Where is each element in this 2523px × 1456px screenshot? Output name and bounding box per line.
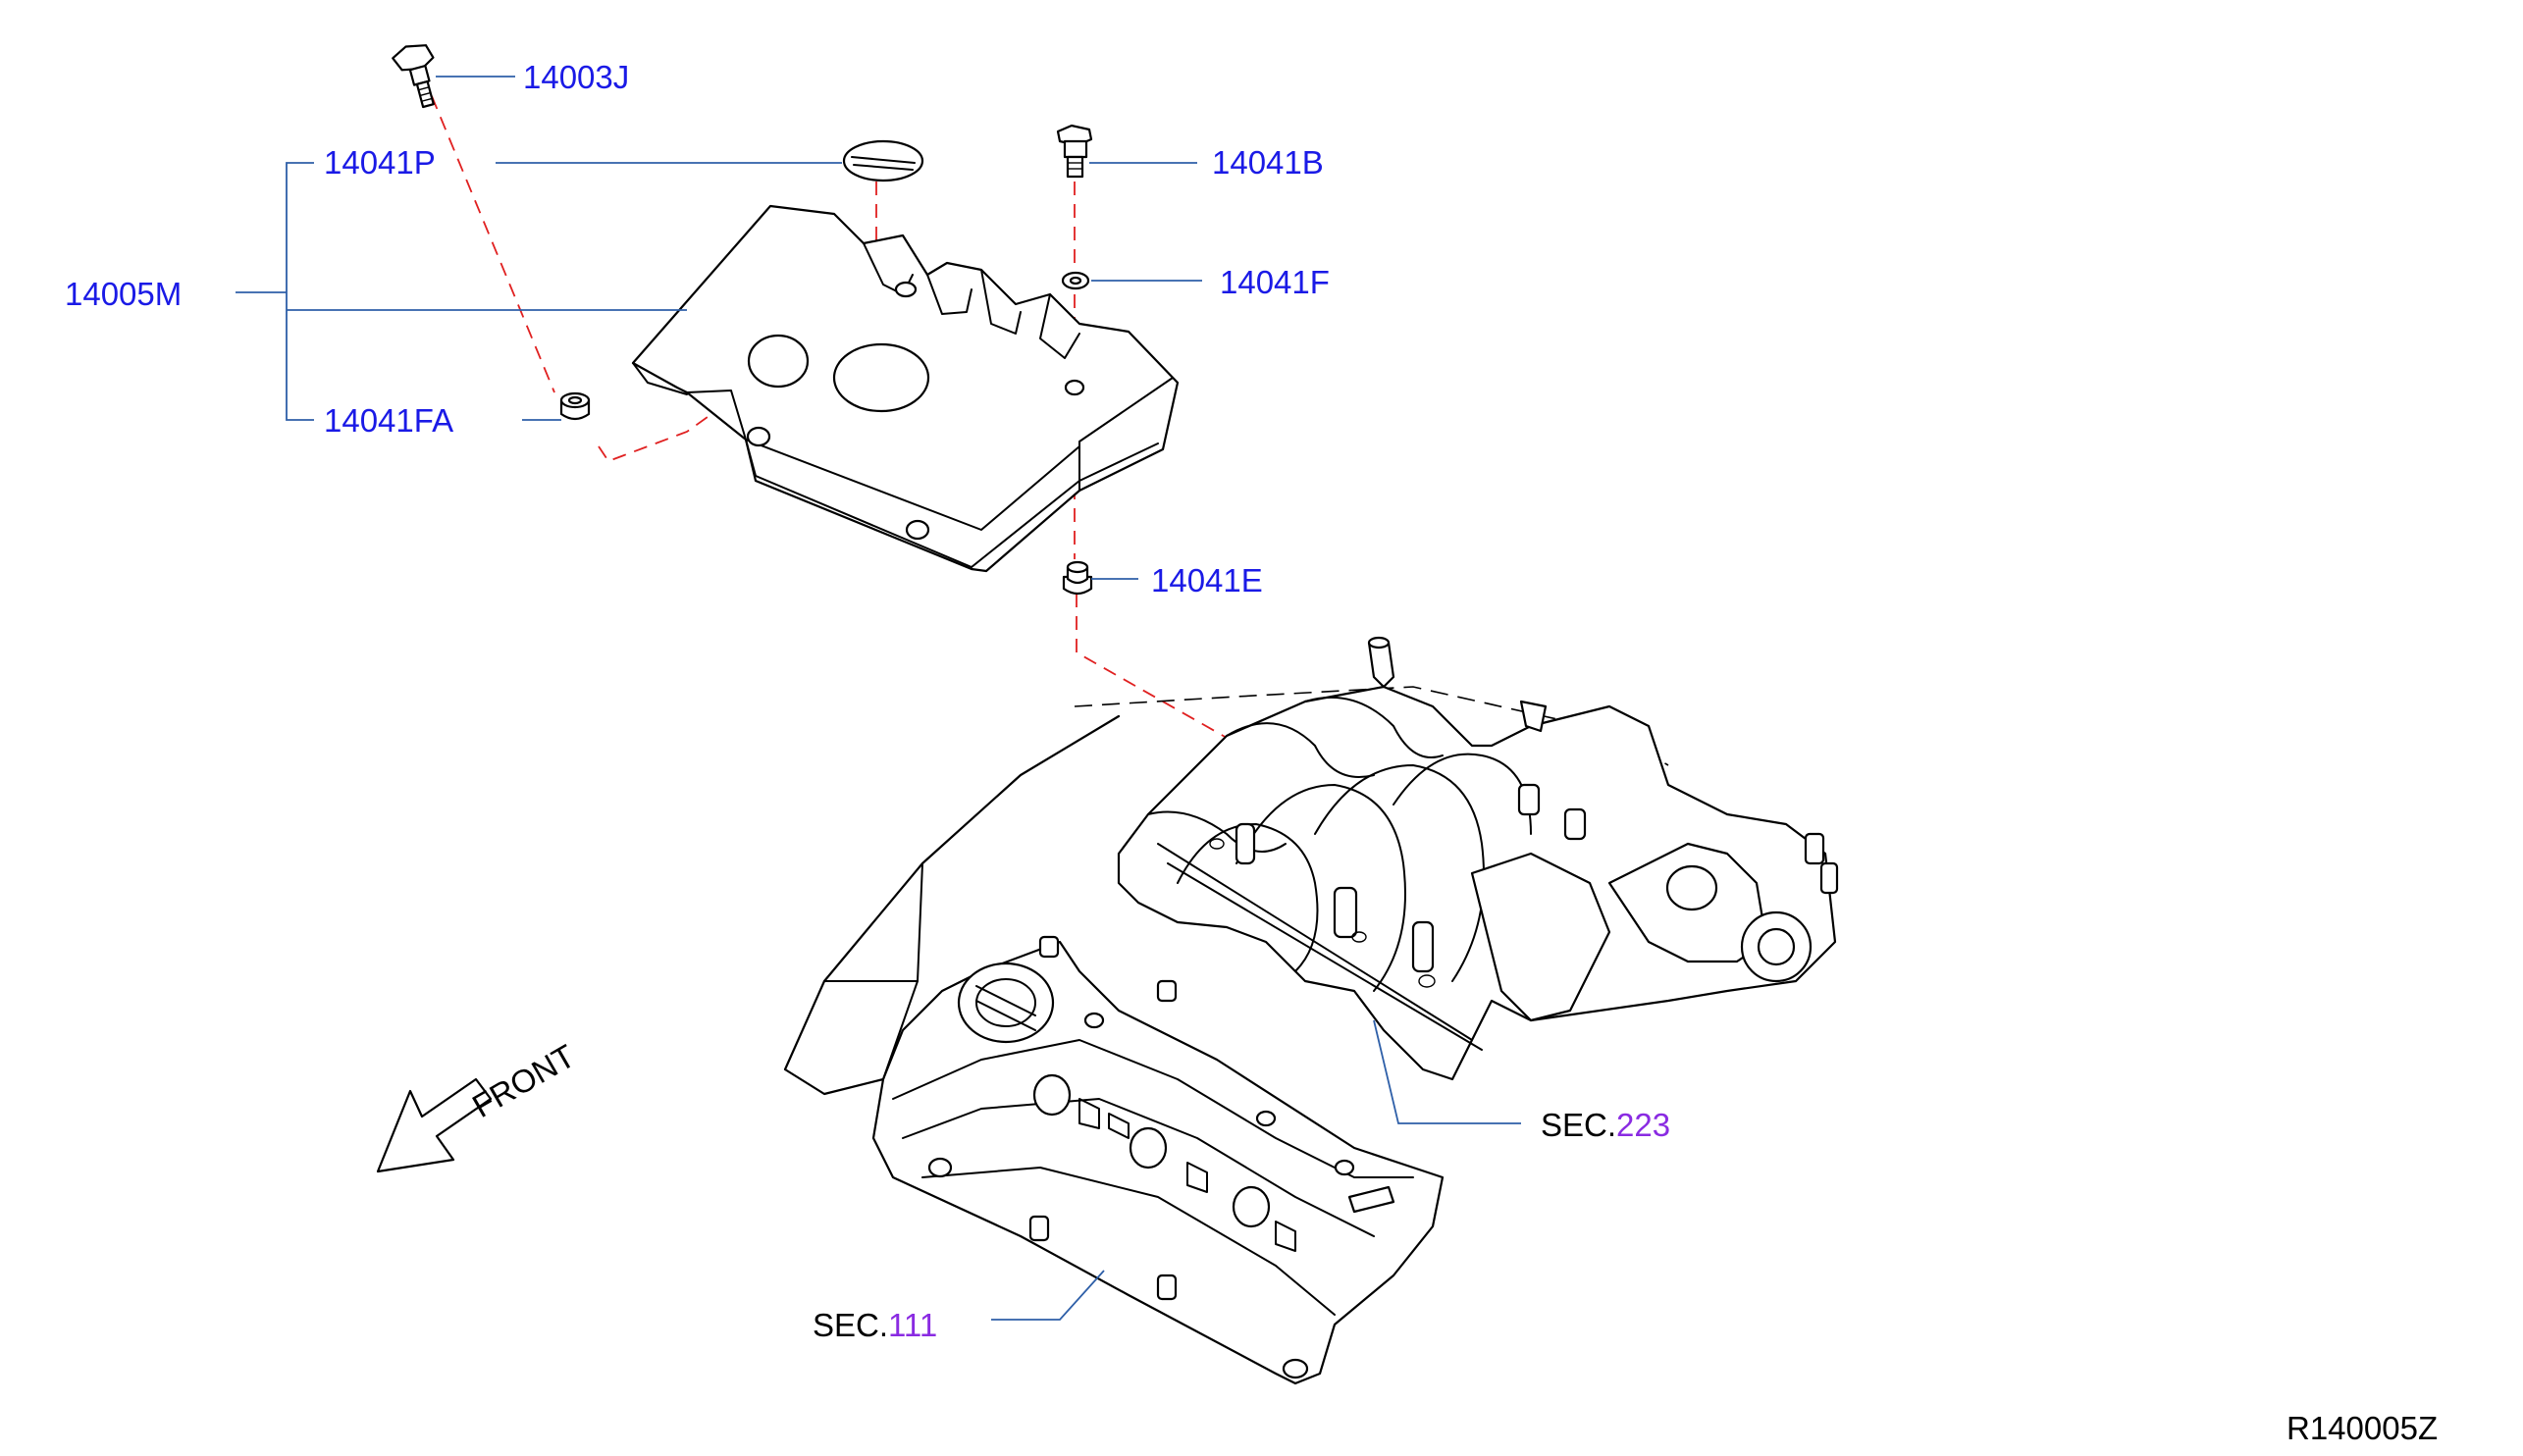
front-arrow-icon bbox=[376, 1077, 493, 1173]
diagram-reference-code: R140005Z bbox=[2286, 1410, 2438, 1446]
label-sec-111: SEC.111 bbox=[813, 1307, 937, 1343]
leader-lines bbox=[236, 76, 1521, 1321]
label-14041P: 14041P bbox=[324, 144, 436, 181]
cap-14041P-icon bbox=[842, 139, 924, 182]
washer-14041F-icon bbox=[1061, 271, 1090, 290]
label-14041F: 14041F bbox=[1220, 264, 1330, 300]
intake-manifold bbox=[1074, 636, 1839, 1081]
bolt-14041B-icon bbox=[1056, 124, 1093, 179]
engine-cover-14005M bbox=[631, 204, 1180, 573]
grommet-14041FA-icon bbox=[559, 391, 591, 421]
label-14041E: 14041E bbox=[1151, 562, 1263, 598]
cylinder-head bbox=[783, 714, 1445, 1385]
label-14041B: 14041B bbox=[1212, 144, 1324, 181]
label-14041FA: 14041FA bbox=[324, 402, 453, 439]
bolt-14003J-icon bbox=[392, 44, 435, 109]
front-label: FRONT bbox=[466, 1037, 581, 1124]
label-sec-223: SEC.223 bbox=[1541, 1107, 1670, 1143]
label-14003J: 14003J bbox=[523, 59, 629, 95]
grommet-14041E-icon bbox=[1062, 560, 1093, 596]
label-14005M: 14005M bbox=[65, 276, 182, 312]
